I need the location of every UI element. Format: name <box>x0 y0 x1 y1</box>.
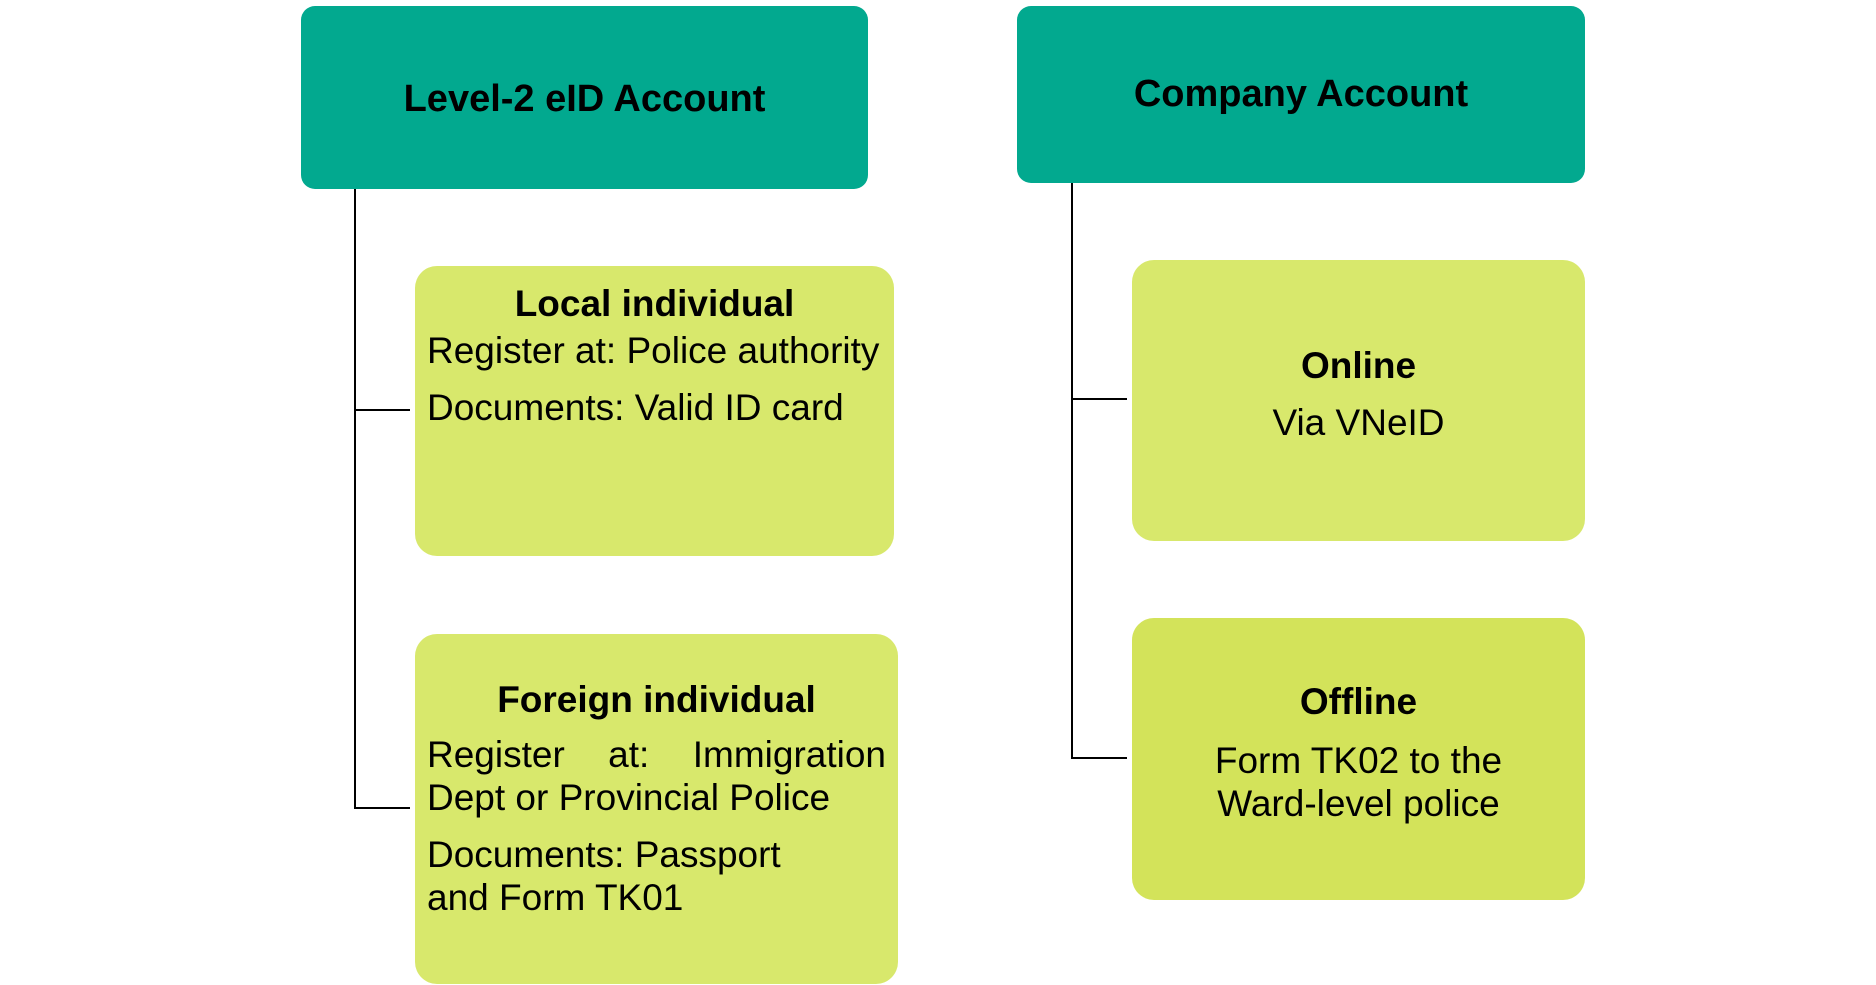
local-branch-connector <box>354 409 410 411</box>
foreign-individual-title: Foreign individual <box>497 679 816 720</box>
local-documents-text: Documents: Valid ID card <box>427 387 844 428</box>
company-account-node: Company Account <box>1017 6 1585 183</box>
local-individual-node: Local individual Register at: Police aut… <box>415 266 894 556</box>
offline-text: Form TK02 to the Ward-level police <box>1214 740 1503 824</box>
online-node: Online Via VNeID <box>1132 260 1585 541</box>
left-trunk-connector <box>354 189 356 809</box>
level2-eid-account-title: Level-2 eID Account <box>403 78 766 120</box>
company-account-title: Company Account <box>1133 73 1469 115</box>
right-trunk-connector <box>1071 183 1073 759</box>
foreign-individual-node: Foreign individual Register at: Immigrat… <box>415 634 898 984</box>
online-title: Online <box>1300 345 1417 386</box>
local-register-text: Register at: Police authority <box>427 330 880 371</box>
online-branch-connector <box>1071 398 1127 400</box>
foreign-documents-text: Documents: Passport and Form TK01 <box>427 834 781 918</box>
foreign-branch-connector <box>354 807 410 809</box>
online-text: Via VNeID <box>1272 402 1445 443</box>
local-individual-title: Local individual <box>514 283 795 324</box>
offline-branch-connector <box>1071 757 1127 759</box>
offline-title: Offline <box>1299 681 1418 722</box>
level2-eid-account-node: Level-2 eID Account <box>301 6 868 189</box>
offline-node: Offline Form TK02 to the Ward-level poli… <box>1132 618 1585 900</box>
foreign-register-text: Register at: Immigration Dept or Provinc… <box>427 734 886 818</box>
